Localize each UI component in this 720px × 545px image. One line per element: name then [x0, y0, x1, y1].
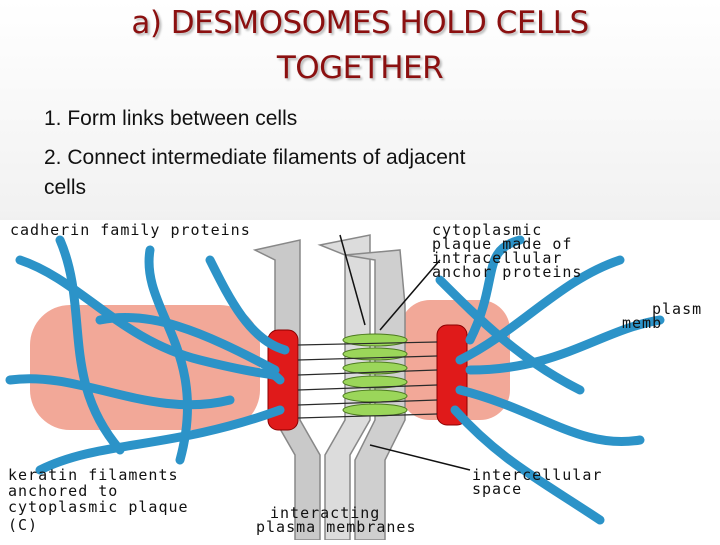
label-cytoplasmic-2: plaque made of: [432, 235, 573, 253]
label-interacting-1: interacting: [270, 504, 381, 522]
bullet-1: 1. Form links between cells: [44, 107, 298, 130]
label-keratin-2: anchored to: [8, 482, 119, 500]
label-intercellular-1: intercellular: [472, 466, 603, 484]
label-cytoplasmic-3: intracellular: [432, 249, 563, 267]
slide-title-line-2: TOGETHER: [276, 50, 444, 86]
label-cytoplasmic-4: anchor proteins: [432, 263, 583, 281]
desmosome-illustration: [5, 234, 665, 541]
label-panel-c: (C): [8, 516, 39, 534]
label-keratin-1: keratin filaments: [8, 466, 179, 484]
right-plaque: [436, 324, 468, 426]
bullet-2-continued: cells: [44, 176, 87, 199]
label-plasma-2: memb: [622, 314, 663, 332]
label-keratin-3: cytoplasmic plaque: [8, 498, 189, 516]
label-plasma-1: plasm: [652, 300, 703, 318]
pointer-lines: [339, 234, 471, 471]
label-interacting-2: plasma membranes: [256, 518, 417, 536]
label-cadherin: cadherin family proteins: [10, 221, 251, 239]
bullet-2: 2. Connect intermediate filaments of adj…: [44, 146, 466, 169]
slide-title-line-1: a) DESMOSOMES HOLD CELLS: [131, 5, 589, 41]
desmosome-diagram: cadherin family proteins cytoplasmic pla…: [0, 220, 720, 541]
label-intercellular-2: space: [472, 480, 523, 498]
keratin-filaments: [5, 235, 665, 525]
linker-filaments: [297, 341, 438, 419]
label-cytoplasmic-1: cytoplasmic: [432, 221, 543, 239]
